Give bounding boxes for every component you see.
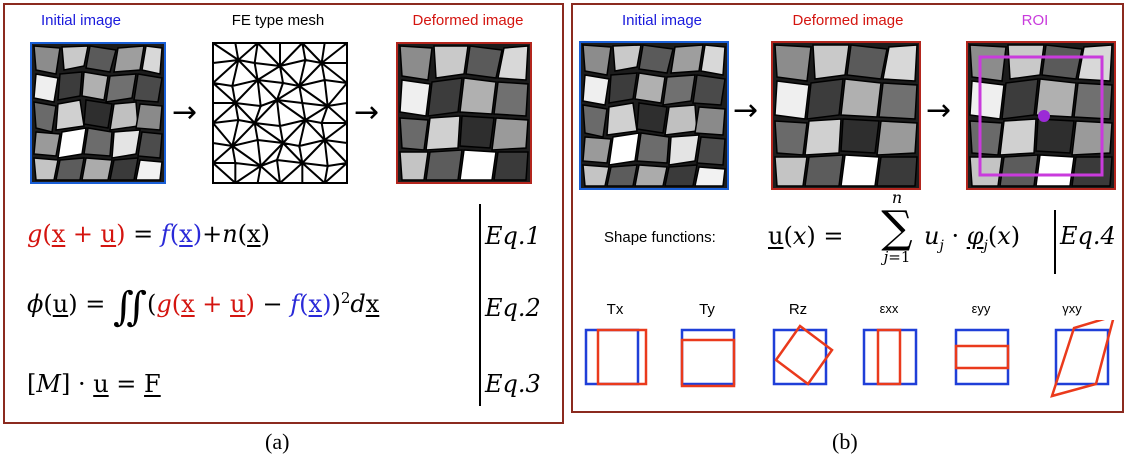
caption-a: (a): [265, 429, 290, 454]
initial-image-label-b: Initial image: [621, 12, 703, 29]
mesh-lines: [212, 42, 348, 184]
mode-label-gxy: γxy: [1062, 301, 1082, 316]
shear-xy-icon: [1050, 320, 1115, 398]
rotation-z-icon: [772, 324, 834, 386]
mode-label-ty: Ty: [699, 301, 715, 318]
roi-image: [966, 41, 1116, 190]
mode-label-rz: Rz: [788, 301, 808, 318]
mode-label-eyy: εyy: [971, 301, 991, 316]
equation-divider: [479, 204, 481, 406]
roi-center-point: [1038, 110, 1050, 122]
deformed-image: [396, 42, 532, 184]
deformation-modes: [584, 320, 1115, 398]
equation-4-number: Eq.4: [1060, 222, 1116, 250]
fe-mesh-image: [212, 42, 348, 184]
initial-image: [30, 42, 166, 184]
roi-rectangle: [978, 55, 1104, 177]
translation-x-icon: [584, 328, 648, 386]
deformed-image-label-b: Deformed image: [792, 12, 904, 29]
mode-label-tx: Tx: [606, 301, 624, 318]
equation-4-terms: uj · φj(x): [924, 222, 1021, 254]
roi-label: ROI: [1021, 12, 1049, 29]
equation-1: g(x + u) = f(x)+n(x): [27, 220, 270, 248]
strain-xx-icon: [862, 328, 918, 386]
equation-3-number: Eq.3: [485, 370, 541, 398]
arrow-right-icon: →: [354, 95, 380, 130]
equation-2-number: Eq.2: [485, 294, 541, 322]
caption-b: (b): [832, 429, 858, 454]
equation-4: u(x) =: [768, 222, 844, 250]
strain-yy-icon: [954, 328, 1010, 386]
summation: n ∑ j=1: [881, 188, 913, 266]
initial-image-b: [579, 41, 729, 190]
shape-functions-label: Shape functions:: [604, 229, 716, 246]
mode-label-exx: εxx: [879, 301, 899, 316]
translation-y-icon: [680, 328, 736, 388]
arrow-right-icon: →: [172, 95, 198, 130]
equation-1-number: Eq.1: [485, 222, 541, 250]
deformed-image-b: [771, 41, 921, 190]
arrow-right-icon: →: [926, 93, 952, 128]
equation-4-divider: [1054, 210, 1056, 274]
deformed-image-label: Deformed image: [412, 12, 524, 29]
equation-3: [M] · u = F: [27, 370, 161, 398]
mesh-label: FE type mesh: [231, 12, 325, 29]
arrow-right-icon: →: [733, 93, 759, 128]
equation-2: ϕ(u) = ∬(g(x + u) − f(x))2dx: [27, 284, 380, 330]
initial-image-label: Initial image: [40, 12, 122, 29]
